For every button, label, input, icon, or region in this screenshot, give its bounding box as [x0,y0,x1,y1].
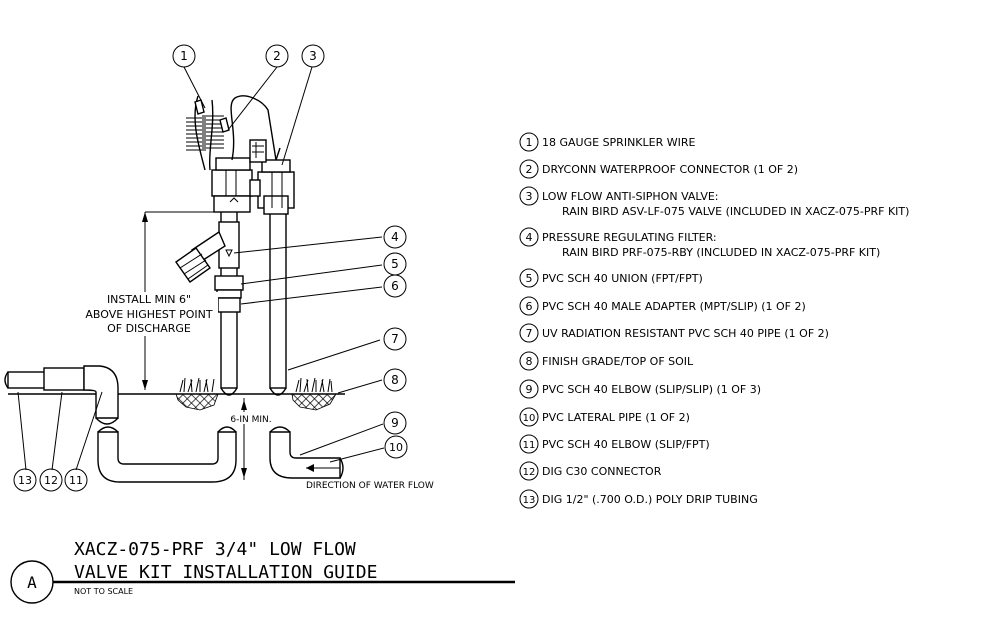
callout-9: 9 [383,411,407,435]
svg-text:1: 1 [526,136,533,149]
callout-13: 13 [13,468,37,492]
callout-5: 5 [383,252,407,276]
svg-text:UV RADIATION RESISTANT PVC SCH: UV RADIATION RESISTANT PVC SCH 40 PIPE (… [542,327,829,340]
title-line-2: VALVE KIT INSTALLATION GUIDE [74,562,377,583]
legend: 1 18 GAUGE SPRINKLER WIRE 2 DRYCONN WATERP… [519,132,909,509]
svg-text:2: 2 [273,49,281,63]
callout-3: 3 [301,44,325,68]
detail-letter: A [27,573,37,592]
svg-text:9: 9 [526,383,533,396]
pressure-regulating-filter [175,221,240,283]
svg-text:9: 9 [391,416,399,430]
legend-item-12: 12 DIG C30 CONNECTOR [519,461,662,481]
callout-4: 4 [383,225,407,249]
svg-text:2: 2 [526,163,533,176]
legend-item-6: 6 PVC SCH 40 MALE ADAPTER (MPT/SLIP) (1 O… [519,296,806,316]
leader-lines [17,66,385,471]
legend-item-5: 5 PVC SCH 40 UNION (FPT/FPT) [519,268,703,288]
six-in-min-label: 6-IN MIN. [230,415,271,425]
callout-2: 2 [265,44,289,68]
svg-text:1: 1 [180,49,188,63]
svg-text:7: 7 [526,327,533,340]
callout-6: 6 [383,274,407,298]
male-adapter [217,297,241,313]
valve-assembly-drawing [4,66,385,483]
drip-tubing-assembly [4,365,119,425]
legend-item-11: 11 PVC SCH 40 ELBOW (SLIP/FPT) [519,434,710,454]
title-block: A XACZ-075-PRF 3/4" LOW FLOW VALVE KIT I… [10,539,515,604]
callout-1: 1 [172,44,196,68]
svg-text:10: 10 [389,441,403,454]
legend-item-8: 8 FINISH GRADE/TOP OF SOIL [519,351,694,371]
legend-item-1: 1 18 GAUGE SPRINKLER WIRE [519,132,695,152]
svg-text:18 GAUGE SPRINKLER WIRE: 18 GAUGE SPRINKLER WIRE [542,136,695,149]
callout-8: 8 [383,368,407,392]
underground-lateral [97,426,344,483]
soil-hatch [175,377,337,411]
legend-item-10: 10 PVC LATERAL PIPE (1 OF 2) [519,407,690,427]
svg-text:PVC LATERAL PIPE (1 OF 2): PVC LATERAL PIPE (1 OF 2) [542,411,690,424]
svg-text:PRESSURE REGULATING FILTER:: PRESSURE REGULATING FILTER: [542,231,717,244]
svg-text:3: 3 [526,190,533,203]
install-note-line3: OF DISCHARGE [107,322,191,335]
svg-text:13: 13 [523,495,536,506]
svg-text:LOW FLOW ANTI-SIPHON VALVE:: LOW FLOW ANTI-SIPHON VALVE: [542,190,719,203]
svg-text:4: 4 [391,230,399,244]
legend-item-13: 13 DIG 1/2" (.700 O.D.) POLY DRIP TUBING [519,489,758,509]
svg-text:6: 6 [526,300,533,313]
callout-12: 12 [39,468,63,492]
callout-11: 11 [64,468,88,492]
svg-text:DIG 1/2" (.700 O.D.) POLY DRIP: DIG 1/2" (.700 O.D.) POLY DRIP TUBING [542,493,758,506]
direction-label: DIRECTION OF WATER FLOW [306,481,434,491]
svg-text:PVC SCH 40 ELBOW (SLIP/FPT): PVC SCH 40 ELBOW (SLIP/FPT) [542,438,710,451]
union-fitting [214,275,244,291]
callout-7: 7 [383,327,407,351]
callout-10: 10 [384,435,408,459]
svg-text:5: 5 [391,257,399,271]
legend-item-4: 4 PRESSURE REGULATING FILTER: RAIN BIRD PR… [519,227,880,259]
svg-text:PVC SCH 40 UNION (FPT/FPT): PVC SCH 40 UNION (FPT/FPT) [542,272,703,285]
six-in-dimension [241,398,247,480]
title-line-1: XACZ-075-PRF 3/4" LOW FLOW [74,539,356,560]
legend-item-7: 7 UV RADIATION RESISTANT PVC SCH 40 PIPE … [519,323,829,343]
install-note-line1: INSTALL MIN 6" [107,293,191,306]
svg-text:12: 12 [44,474,58,487]
svg-text:RAIN BIRD ASV-LF-075 VALVE (IN: RAIN BIRD ASV-LF-075 VALVE (INCLUDED IN … [562,205,909,218]
sprinkler-wires [186,95,281,171]
svg-text:8: 8 [526,355,533,368]
svg-text:5: 5 [526,272,533,285]
drawing-callouts: 1 2 3 4 5 6 7 8 9 10 11 12 13 [13,44,408,492]
anti-siphon-valve [211,139,295,215]
legend-item-3: 3 LOW FLOW ANTI-SIPHON VALVE: RAIN BIRD AS… [519,186,909,218]
svg-text:DIG C30 CONNECTOR: DIG C30 CONNECTOR [542,465,662,478]
svg-text:7: 7 [391,332,399,346]
svg-text:10: 10 [523,413,536,424]
svg-text:DRYCONN WATERPROOF CONNECTOR (: DRYCONN WATERPROOF CONNECTOR (1 OF 2) [542,163,798,176]
svg-text:11: 11 [523,440,536,451]
svg-text:8: 8 [391,373,399,387]
svg-text:PVC SCH 40 MALE ADAPTER (MPT/S: PVC SCH 40 MALE ADAPTER (MPT/SLIP) (1 OF… [542,300,806,313]
svg-text:RAIN BIRD PRF-075-RBY (INCLUDE: RAIN BIRD PRF-075-RBY (INCLUDED IN XACZ-… [562,246,880,259]
svg-text:12: 12 [523,467,536,478]
svg-text:6: 6 [391,279,399,293]
svg-text:3: 3 [309,49,317,63]
drawing-notes: INSTALL MIN 6" ABOVE HIGHEST POINT OF DI… [78,292,434,491]
legend-item-2: 2 DRYCONN WATERPROOF CONNECTOR (1 OF 2) [519,159,798,179]
scale-note: NOT TO SCALE [74,587,133,596]
install-note-line2: ABOVE HIGHEST POINT [85,308,213,321]
svg-text:FINISH GRADE/TOP OF SOIL: FINISH GRADE/TOP OF SOIL [542,355,694,368]
svg-text:PVC SCH 40 ELBOW (SLIP/SLIP) (: PVC SCH 40 ELBOW (SLIP/SLIP) (1 OF 3) [542,383,761,396]
legend-item-9: 9 PVC SCH 40 ELBOW (SLIP/SLIP) (1 OF 3) [519,379,761,399]
svg-text:4: 4 [526,231,533,244]
svg-text:11: 11 [69,474,83,487]
svg-text:13: 13 [18,474,32,487]
